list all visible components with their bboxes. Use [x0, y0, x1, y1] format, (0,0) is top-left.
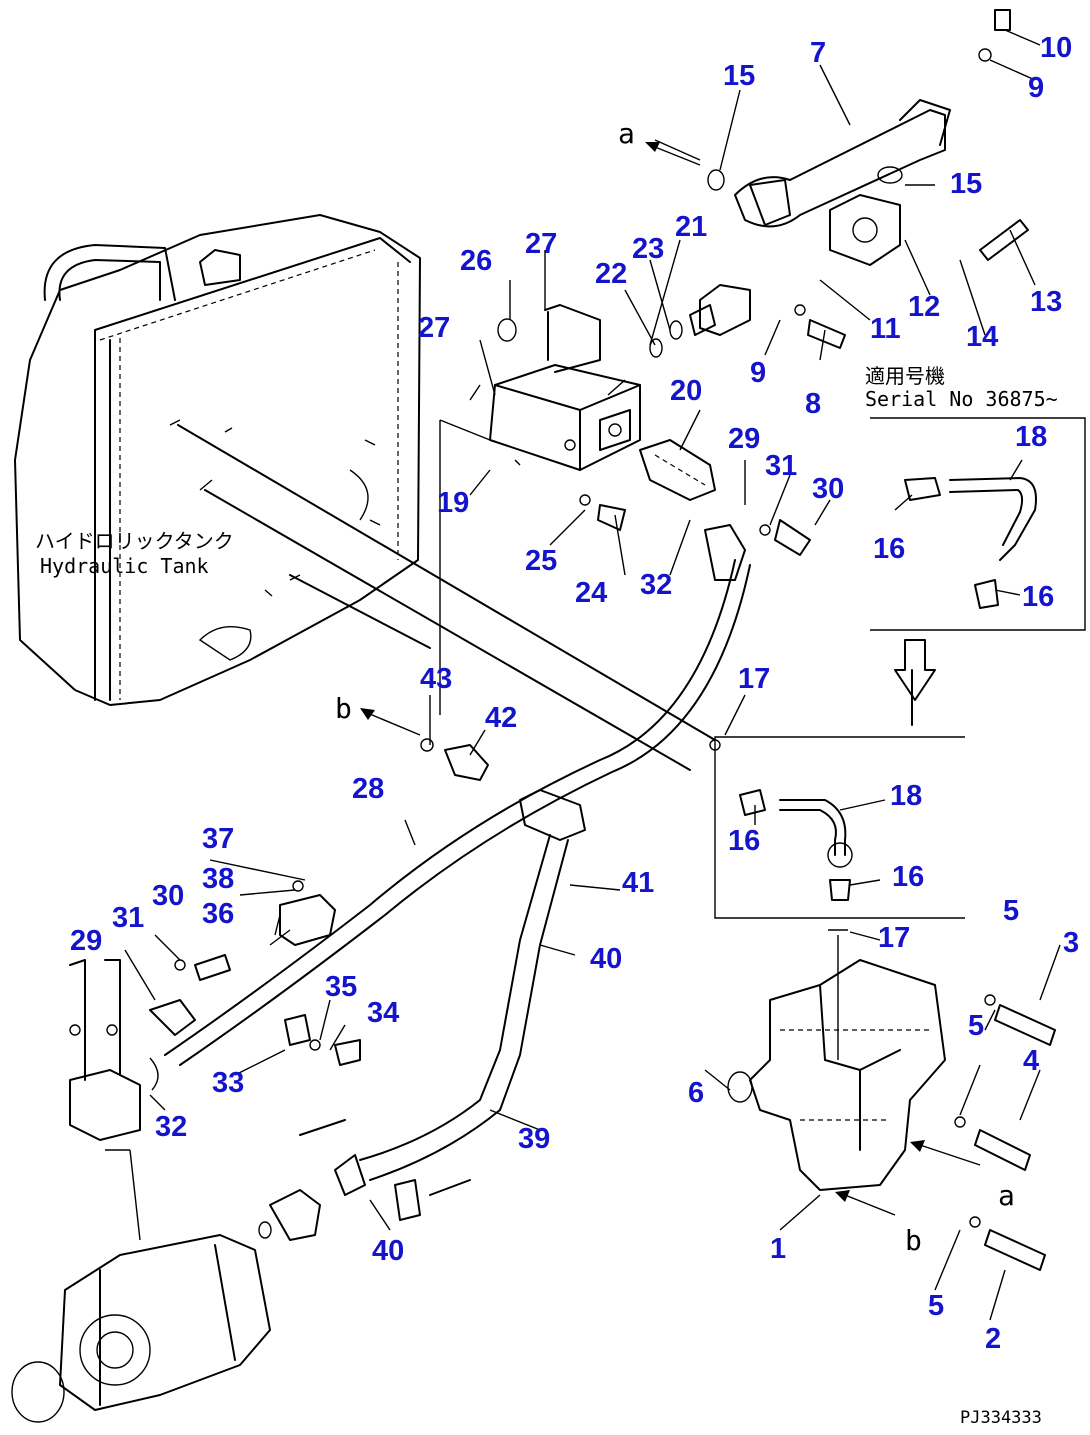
callout: 34	[367, 997, 399, 1029]
flange-12	[829, 194, 901, 266]
callout: 18	[1015, 421, 1047, 453]
callout: 33	[212, 1067, 244, 1099]
tank-label-jp: ハイドロリックタンク	[35, 529, 234, 553]
callout: 12	[908, 291, 940, 323]
callout: 27	[525, 228, 557, 260]
callout: 15	[950, 168, 982, 200]
callout: 31	[765, 450, 797, 482]
callout: 32	[155, 1111, 187, 1143]
ref-a-right: a	[998, 1179, 1015, 1212]
serial-label-jp: 適用号機	[865, 364, 945, 388]
callout: 16	[873, 533, 905, 565]
bolts	[597, 9, 1056, 1271]
clamp-group	[149, 894, 361, 1066]
hose-28	[164, 524, 751, 1066]
lower-inset	[714, 736, 965, 919]
callout: 10	[1040, 32, 1072, 64]
o-rings	[105, 48, 996, 1239]
callout: 5	[968, 1010, 984, 1042]
callout: 40	[372, 1235, 404, 1267]
callout: 19	[437, 487, 469, 519]
callout: 5	[1003, 895, 1019, 927]
serial-inset	[870, 417, 1086, 726]
callout: 26	[460, 245, 492, 277]
callout: 14	[966, 321, 998, 353]
tank-label-en: Hydraulic Tank	[40, 554, 209, 578]
fitting-21	[689, 284, 751, 336]
callout: 16	[728, 825, 760, 857]
callout: 5	[928, 1290, 944, 1322]
ref-a-top: a	[618, 117, 635, 150]
callout: 29	[70, 925, 102, 957]
callout: 8	[805, 388, 821, 420]
callout: 3	[1063, 927, 1079, 959]
callout: 35	[325, 971, 357, 1003]
callout: 17	[738, 663, 770, 695]
callout: 39	[518, 1123, 550, 1155]
callout: 17	[878, 922, 910, 954]
callout: 9	[750, 357, 766, 389]
serial-label-en: Serial No 36875~	[865, 387, 1058, 411]
callout: 1	[770, 1233, 786, 1265]
callout: 15	[723, 60, 755, 92]
callout: 28	[352, 773, 384, 805]
callout: 20	[670, 375, 702, 407]
callout: 37	[202, 823, 234, 855]
callout-numbers: 1 2 3 4 5 5 5 5 6 7 8 9 9 10 11 12 13 14…	[70, 32, 1079, 1355]
callout: 6	[688, 1077, 704, 1109]
hose-41-39	[334, 789, 586, 1196]
fitting-42	[444, 744, 489, 781]
callout: 42	[485, 702, 517, 734]
callout: 25	[525, 545, 557, 577]
callout: 29	[728, 423, 760, 455]
callout: 22	[595, 258, 627, 290]
callout: 27	[418, 312, 450, 344]
callout: 30	[152, 880, 184, 912]
long-tubes	[177, 424, 716, 771]
callout: 2	[985, 1323, 1001, 1355]
callout: 31	[112, 902, 144, 934]
callout: 32	[640, 569, 672, 601]
text-labels: ハイドロリックタンク Hydraulic Tank 適用号機 Serial No…	[35, 117, 1058, 1428]
callout: 23	[632, 233, 664, 265]
pump	[11, 1119, 471, 1423]
callout: 21	[675, 211, 707, 243]
hydraulic-tank	[14, 214, 421, 706]
callout: 9	[1028, 72, 1044, 104]
reference-arrows	[360, 142, 981, 1216]
callout: 43	[420, 663, 452, 695]
callout: 24	[575, 577, 607, 609]
ref-b-mid: b	[335, 692, 352, 725]
callout: 11	[870, 313, 901, 345]
leader-lines	[124, 29, 1061, 1321]
drawing-code: PJ334333	[960, 1408, 1042, 1428]
pipe-7	[734, 99, 951, 228]
cartridge-20	[639, 439, 716, 501]
callout: 7	[810, 37, 826, 69]
callout: 38	[202, 863, 234, 895]
callout: 36	[202, 898, 234, 930]
ref-b-bottom: b	[905, 1224, 922, 1257]
callout: 30	[812, 473, 844, 505]
callout: 16	[892, 861, 924, 893]
control-valve-body	[749, 935, 946, 1191]
callout: 13	[1030, 286, 1062, 318]
callout: 18	[890, 780, 922, 812]
callout: 40	[590, 943, 622, 975]
callout: 16	[1022, 581, 1054, 613]
callout: 4	[1023, 1045, 1039, 1077]
block-32	[69, 959, 141, 1141]
callout: 41	[622, 867, 654, 899]
